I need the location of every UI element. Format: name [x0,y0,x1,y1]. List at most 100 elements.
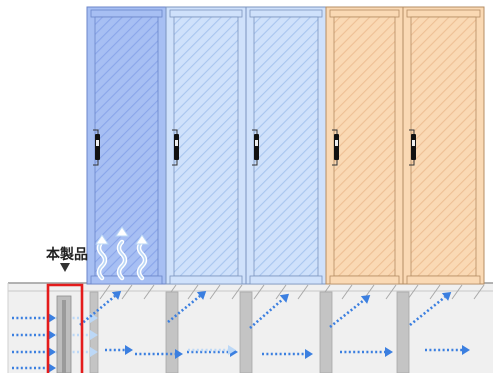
floor-grate-slash [209,284,221,300]
arrow-head-icon [360,295,371,304]
floor-support-pillar [165,291,179,373]
cabinet-top-rail [249,9,323,18]
arrow-head-icon [228,345,236,355]
airflow-arrow [167,290,207,324]
airflow-dots [249,298,284,329]
cabinet-top-rail [169,9,243,18]
rising-air-arrow [95,234,109,281]
hot-air-rising [95,226,149,281]
floor-grate-slash [231,284,243,300]
arrow-head-icon [48,347,56,357]
airflow-arrow [79,290,122,327]
door-handle-icon [411,134,416,160]
cabinet-door-panel [333,16,396,277]
rising-air-line [118,241,126,279]
airflow-arrow [12,347,56,357]
door-lock [412,140,415,146]
door-lock [255,140,258,146]
arrow-head-icon [48,313,56,323]
cabinet-bottom-rail [406,275,481,285]
arrow-head-icon [385,347,393,357]
floor-grate-slash [341,284,353,300]
door-handle-icon [334,134,339,160]
rising-air-line [98,241,106,279]
arrow-head-icon [115,226,129,237]
cabinet-top-rail [90,9,163,18]
arrow-head-icon [441,292,452,301]
cabinet-door-panel [410,16,477,277]
airflow-dots [329,298,365,329]
rising-air-arrow [115,226,129,281]
arrow-head-icon [48,330,56,340]
door-handle-icon [174,134,179,160]
cabinet-bottom-rail [249,275,323,285]
airflow-arrow [12,313,56,323]
arrow-head-icon [305,349,313,359]
floor-support-pillar [239,291,253,373]
airflow-arrow [409,292,452,327]
airflow-arrow [340,347,393,357]
floor-grate-slash [297,284,309,300]
door-handle-icon [95,134,100,160]
floor-support-pillar [319,291,333,373]
cabinet-bottom-rail [329,275,400,285]
floor-grate-slash [473,284,485,300]
door-lock [335,140,338,146]
cabinet-top-rail [329,9,400,18]
floor-grate-slash [143,284,155,300]
raised-floor [7,282,493,373]
airflow-arrow [12,330,56,340]
cabinet-door-panel [253,16,319,277]
server-racks [86,6,485,285]
airflow-arrow [262,349,313,359]
floor-grate-slash [121,284,133,300]
airflow-arrow [105,345,133,355]
floor-grate-slash [275,284,287,300]
airflow-arrow [188,345,236,355]
door-handle-icon [254,134,259,160]
floor-grate-slash [253,284,265,300]
triangle-down-icon [60,263,70,272]
arrow-head-icon [111,290,122,300]
airflow-arrow [425,345,470,355]
rising-air-arrow [135,234,149,281]
rising-air-line [138,241,146,279]
arrow-head-icon [48,363,56,373]
cabinet-top-rail [406,9,481,18]
airflow-dots [409,295,446,327]
floor-grate-slash [385,284,397,300]
arrow-head-icon [279,293,290,303]
arrow-head-icon [462,345,470,355]
arrow-head-icon [95,234,109,245]
airflow-arrow [12,363,56,373]
arrow-head-icon [90,313,98,323]
product-unit-core [62,300,66,373]
floor-support-pillar [396,291,410,373]
cabinet-door-panel [173,16,239,277]
floor-grate-slash [187,284,199,300]
arrow-head-icon [135,234,149,245]
airflow-arrow [249,293,290,329]
product-highlight-box [46,283,84,373]
rack-cabinet-5 [402,6,485,285]
floor-grate-slash [99,284,111,300]
product-highlight [46,263,84,373]
floor-grate-slash [407,284,419,300]
rack-cabinet-2 [165,6,247,285]
airflow-dots [79,294,116,327]
airflow-arrow [135,349,183,359]
arrow-head-icon [90,347,98,357]
arrow-head-icon [175,349,183,359]
floor-grate-slash [451,284,463,300]
door-lock [175,140,178,146]
door-lock [96,140,99,146]
product-label: 本製品 [46,247,88,263]
arrow-head-icon [125,345,133,355]
rack-cabinet-3 [245,6,327,285]
cabinet-door-panel [94,16,159,277]
cabinet-bottom-rail [169,275,243,285]
floor-grate-slash [429,284,441,300]
arrow-head-icon [196,290,207,300]
arrow-head-icon [90,330,98,340]
